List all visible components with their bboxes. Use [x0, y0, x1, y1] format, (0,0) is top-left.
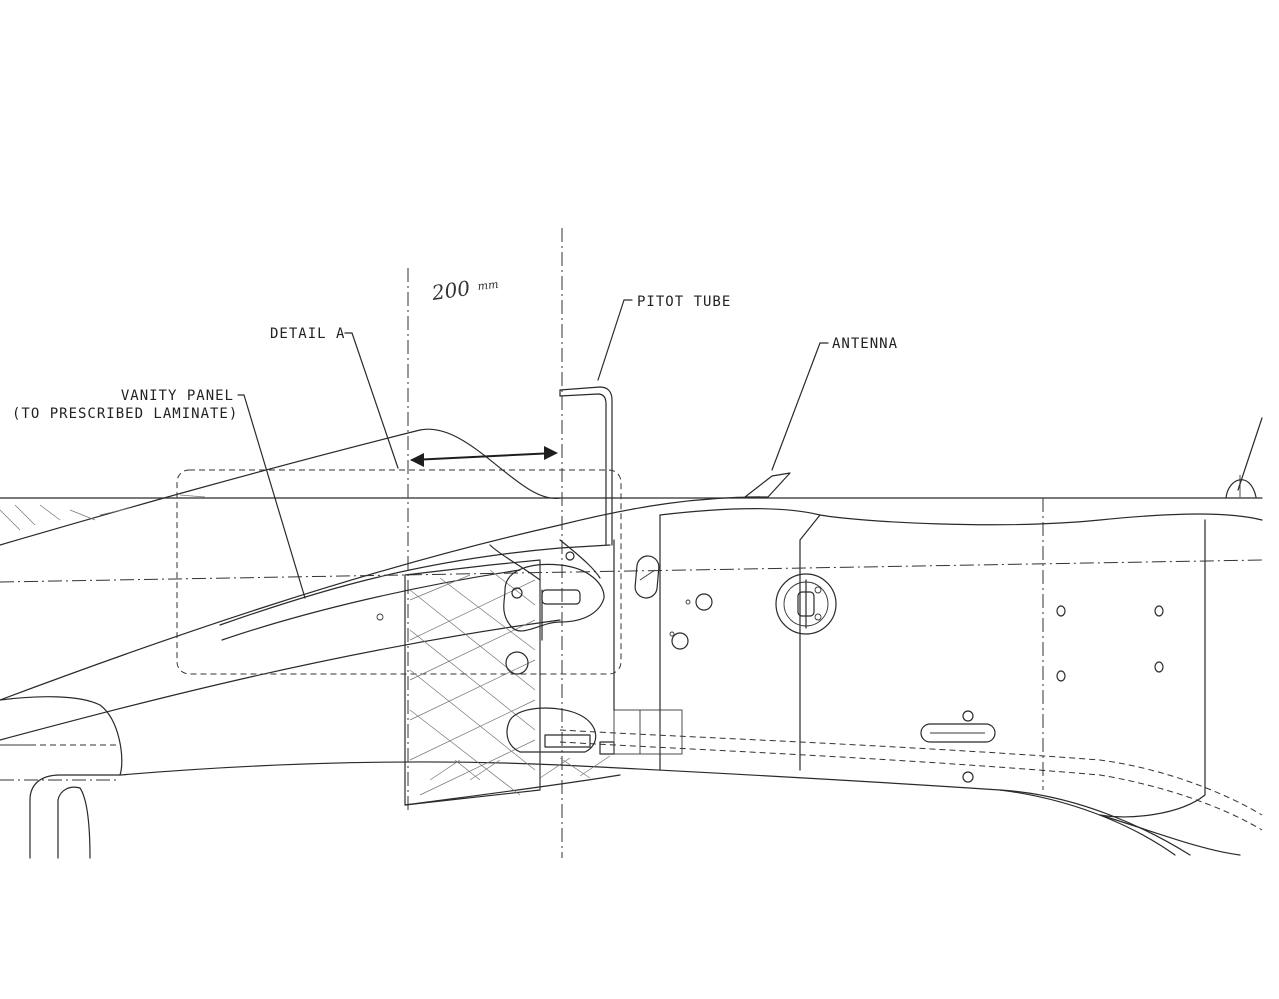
lower-hatch	[429, 755, 611, 781]
antenna-label: ANTENNA	[832, 336, 898, 352]
lower-handle	[920, 710, 996, 783]
reference-lines	[0, 228, 1263, 858]
pitot-tube-label: PITOT TUBE	[637, 294, 731, 310]
aft-beacon	[1225, 475, 1257, 499]
fuselage-outline	[0, 428, 1263, 856]
leader-lines	[237, 299, 1263, 599]
latch-fitting	[489, 539, 683, 790]
handwritten-dimension-unit: mm	[477, 278, 499, 293]
detail-a-label: DETAIL A	[270, 326, 345, 342]
rivet-pattern	[1056, 605, 1164, 682]
round-fitting	[775, 573, 837, 635]
handwritten-dimension-value: 200	[429, 276, 471, 305]
access-fittings	[376, 555, 713, 650]
detail-a-boundary	[176, 469, 622, 675]
antenna-blade	[744, 472, 791, 498]
forward-frame	[0, 696, 123, 859]
pitot-tube	[559, 386, 613, 546]
left-fill	[0, 494, 206, 531]
vanity-panel-section	[404, 559, 611, 806]
vanity-panel-sublabel: (TO PRESCRIBED LAMINATE)	[12, 406, 238, 422]
dimension-arrow	[410, 446, 558, 467]
vanity-panel-label: VANITY PANEL	[121, 388, 234, 404]
crosshatch	[409, 569, 536, 796]
